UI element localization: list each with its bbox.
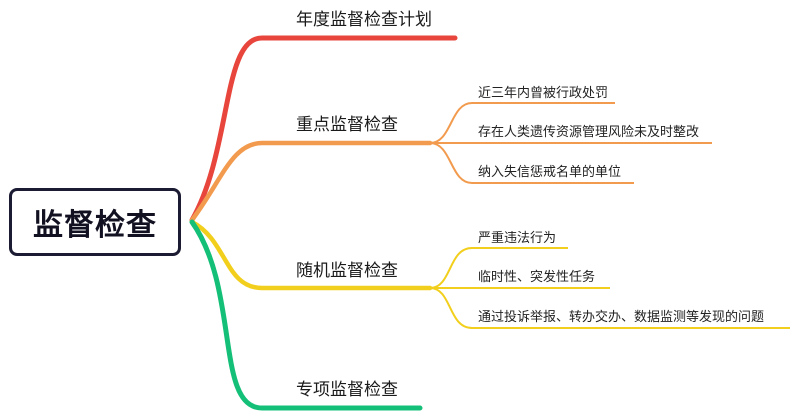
link-random: [189, 219, 433, 291]
link-random-1: [429, 247, 568, 289]
branch-special-inspection: 专项监督检查: [296, 380, 398, 400]
leaf-administrative-penalty: 近三年内曾被行政处罚: [478, 86, 609, 101]
leaf-temporary-tasks: 临时性、突发性任务: [478, 270, 596, 285]
leaf-unrectified-risk: 存在人类遗传资源管理风险未及时整改: [478, 125, 700, 140]
root-node: 监督检查: [9, 188, 181, 256]
branch-annual-plan: 年度监督检查计划: [296, 10, 432, 30]
link-special: [189, 219, 423, 411]
leaf-complaints-reports: 通过投诉举报、转办交办、数据监测等发现的问题: [478, 310, 765, 325]
leaf-serious-violations: 严重违法行为: [478, 231, 557, 246]
link-annual: [189, 35, 458, 223]
branch-key-inspection: 重点监督检查: [296, 115, 398, 135]
branch-random-inspection: 随机监督检查: [296, 261, 398, 281]
link-random-3: [429, 287, 790, 329]
link-key-1: [429, 102, 615, 144]
link-key: [189, 140, 433, 223]
link-key-3: [429, 142, 634, 184]
leaf-dishonesty-list: 纳入失信惩戒名单的单位: [478, 165, 622, 180]
